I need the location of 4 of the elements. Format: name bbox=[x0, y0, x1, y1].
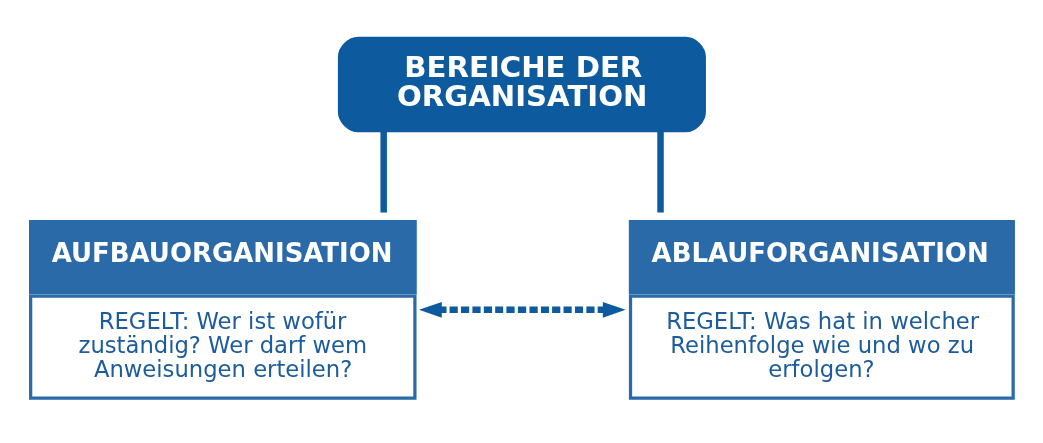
connector bbox=[657, 131, 664, 213]
connector bbox=[380, 131, 387, 213]
arrow bbox=[419, 301, 626, 318]
node-box: BEREICHE DER ORGANISATION bbox=[337, 36, 706, 133]
